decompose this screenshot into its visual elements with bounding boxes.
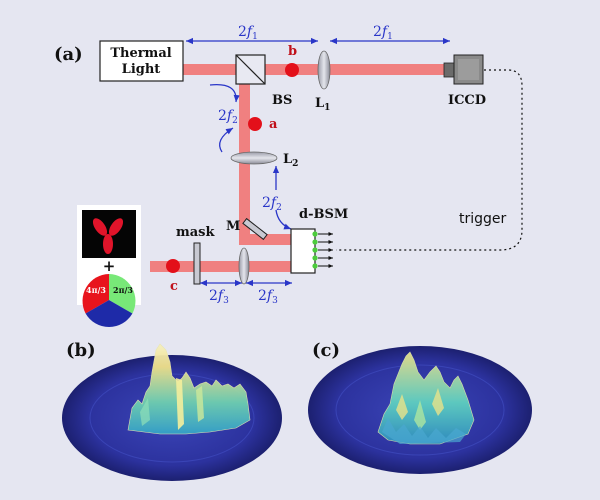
mirror-label: M [226,219,240,234]
plus-sign: + [103,257,116,275]
point-a-label: a [269,117,278,132]
trigger-line [336,69,523,251]
intensity-plot-c [308,346,532,474]
panel-b-label: (b) [66,340,96,361]
phase-pie-chart [82,274,136,328]
distance-arrow-vertical-upper-b [219,127,234,153]
trigger-label: trigger [459,211,507,227]
intensity-plot-b [62,343,282,481]
distance-arrow-vertical-lower-down [275,209,292,230]
distance-top-right: 2f1 [373,24,393,42]
thermal-label-line2: Light [122,62,161,77]
point-b-marker [285,63,299,77]
bsm-detector-array [290,228,333,274]
distance-vertical-lower: 2f2 [262,195,282,213]
distance-bottom-left: 2f3 [209,288,229,306]
l1-label: L1 [315,96,330,113]
iccd-label: ICCD [448,93,486,108]
point-a-marker [248,117,262,131]
bs-label: BS [272,93,292,108]
phase-label-2pi3: 2π/3 [113,285,133,295]
point-c-marker [166,259,180,273]
distance-bottom-right: 2f3 [258,288,278,306]
lens-l1 [317,50,331,90]
ccd-camera [443,54,484,85]
distance-vertical-upper: 2f2 [218,108,238,126]
beam-splitter-cube [235,54,266,85]
thermal-label-line1: Thermal [110,46,171,61]
point-c-label: c [170,279,178,294]
l2-label: L2 [283,152,298,169]
mask-plate [193,242,201,285]
thermal-light-source: Thermal Light [99,40,184,82]
panel-c-label: (c) [312,340,340,361]
d-bsm-label: d-BSM [299,207,348,222]
mode-inset: + 4π/3 2π/3 [77,205,141,328]
lens-l2 [230,151,278,165]
panel-a-label: (a) [54,44,83,65]
phase-label-4pi3: 4π/3 [86,285,106,295]
point-b-label: b [288,44,297,59]
distance-arrow-vertical-upper [209,83,240,103]
mirror-m [242,217,268,241]
mask-label: mask [176,225,215,240]
distance-top-left: 2f1 [238,24,258,42]
lens-l3 [238,247,250,285]
